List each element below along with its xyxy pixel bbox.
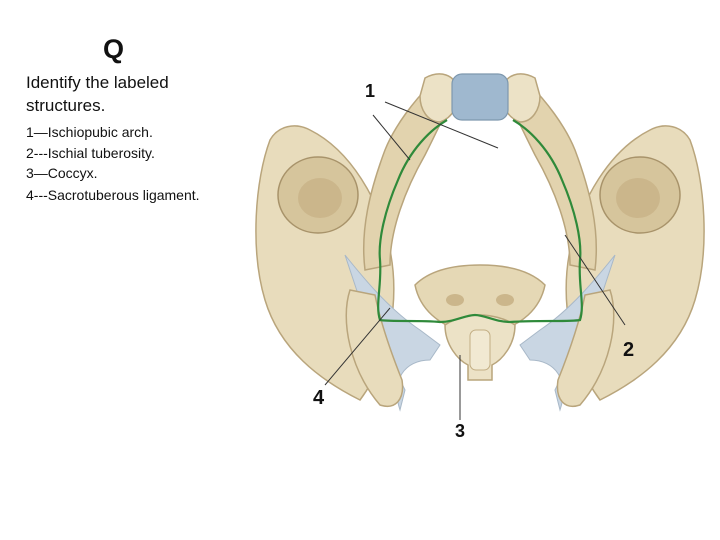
pelvis-illustration <box>240 60 720 510</box>
answer-item-2: 2---Ischial tuberosity. <box>26 144 155 161</box>
figure-label-3: 3 <box>455 421 466 441</box>
leader-line-1b <box>372 114 411 161</box>
leader-line-2 <box>564 234 626 326</box>
answer-item-4: 4---Sacrotuberous ligament. <box>26 186 200 203</box>
figure-label-1: 1 <box>365 81 376 101</box>
sacrum <box>414 264 546 331</box>
figure-label-4: 4 <box>313 387 325 409</box>
ischiopubic-arch-outline <box>377 119 583 324</box>
pelvis-svg <box>255 73 705 420</box>
answer-item-3: 3—Coccyx. <box>26 165 98 181</box>
leader-lines <box>324 101 626 420</box>
answer-list: 1—Ischiopubic arch. 2---Ischial tuberosi… <box>26 122 201 205</box>
answer-item-1: 1—Ischiopubic arch. <box>26 124 153 140</box>
right-ischial-tuberosity <box>556 289 615 407</box>
right-pubic-ramus <box>509 84 598 271</box>
question-letter: Q <box>103 34 125 64</box>
leader-line-4 <box>324 307 391 386</box>
figure-label-2: 2 <box>623 339 635 361</box>
left-ischial-tuberosity <box>345 289 404 407</box>
prompt-text: Identify the labeled structures. <box>26 73 169 115</box>
leader-line-1a <box>384 101 499 149</box>
pubic-symphysis <box>451 73 509 121</box>
left-pubic-ramus <box>362 84 451 271</box>
